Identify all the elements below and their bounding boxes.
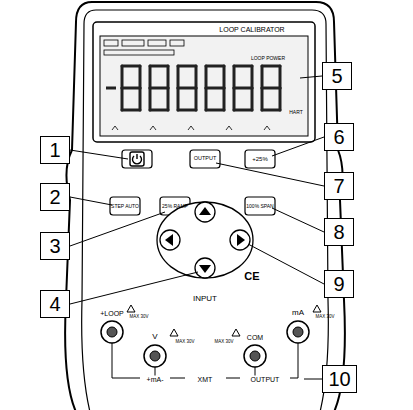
terminal-group-label: XMT xyxy=(197,376,214,383)
callout-number: 7 xyxy=(333,176,344,196)
callout-number: 2 xyxy=(49,187,60,207)
lcd-segment xyxy=(177,88,180,110)
device-title: LOOP CALIBRATOR xyxy=(218,26,285,33)
callout-number: 1 xyxy=(49,140,60,160)
button-label: +25% xyxy=(251,156,269,162)
lcd-segment xyxy=(223,66,226,88)
lcd-segment xyxy=(223,88,226,110)
lcd-indicator: LOOP POWER xyxy=(250,56,286,61)
lcd-segment xyxy=(251,88,254,110)
lcd-segment xyxy=(261,88,264,110)
callout-box: 4 xyxy=(40,290,70,318)
callout-box: 3 xyxy=(40,232,70,260)
lcd-segment xyxy=(233,88,236,110)
lcd-segment xyxy=(195,88,198,110)
lcd-segment xyxy=(279,88,282,110)
callout-box: 9 xyxy=(324,270,354,298)
lcd-segment xyxy=(205,66,208,88)
lcd-segment xyxy=(167,66,170,88)
lcd-digits xyxy=(106,66,280,110)
lcd-segment xyxy=(206,65,224,68)
button-label: 25% RAMP xyxy=(161,204,189,209)
lcd-segment xyxy=(251,66,254,88)
lcd-segment xyxy=(206,109,224,112)
lcd-segment xyxy=(262,109,280,112)
lcd-segment xyxy=(150,109,168,112)
lcd-segment xyxy=(234,87,252,90)
lcd-segment xyxy=(149,88,152,110)
lcd-segment xyxy=(178,87,196,90)
callout-number: 10 xyxy=(328,369,350,389)
front-panel xyxy=(82,10,329,410)
lcd-segment xyxy=(121,66,124,88)
callout-box: 5 xyxy=(322,62,352,90)
callout-box: 10 xyxy=(322,365,357,393)
rating-label: MAX 30V xyxy=(314,315,335,320)
lcd-segment xyxy=(177,66,180,88)
callout-number: 3 xyxy=(49,236,60,256)
lcd-display xyxy=(100,36,308,136)
lcd-segment xyxy=(206,87,224,90)
callout-box: 7 xyxy=(324,172,354,200)
lcd-segment xyxy=(279,66,282,88)
terminals xyxy=(101,321,309,378)
power-symbol xyxy=(130,152,144,166)
callout-number: 6 xyxy=(333,127,344,147)
lcd-indicators xyxy=(104,40,270,130)
lcd-frame xyxy=(93,22,315,142)
lcd-segment xyxy=(122,109,140,112)
lcd-segment xyxy=(262,87,280,90)
lcd-segment xyxy=(150,87,168,90)
navigation-pad xyxy=(157,202,253,278)
lcd-segment xyxy=(205,88,208,110)
rubber-boot xyxy=(65,2,345,410)
lcd-segment xyxy=(178,65,196,68)
lcd-indicator: HART xyxy=(288,110,304,115)
lcd-segment xyxy=(262,65,280,68)
terminal-label: COM xyxy=(246,334,264,341)
lcd-segment xyxy=(150,65,168,68)
leader-lines xyxy=(70,76,324,379)
lcd-segment xyxy=(234,65,252,68)
button-label: OUTPUT xyxy=(193,156,218,162)
callout-box: 2 xyxy=(40,183,70,211)
lcd-segment xyxy=(261,66,264,88)
rating-label: MAX 30V xyxy=(174,340,195,345)
rating-label: MAX 30V xyxy=(213,340,234,345)
callout-number: 9 xyxy=(333,274,344,294)
lcd-segment xyxy=(234,109,252,112)
lcd-minus xyxy=(106,87,116,90)
lcd-segment xyxy=(121,88,124,110)
lcd-segment xyxy=(122,65,140,68)
lcd-segment xyxy=(233,66,236,88)
terminal-group-label: +mA- xyxy=(146,376,165,383)
lcd-segment xyxy=(178,109,196,112)
panel-label: INPUT xyxy=(192,295,218,303)
lcd-segment xyxy=(149,66,152,88)
terminal-label: V xyxy=(151,333,158,341)
lcd-segment xyxy=(139,88,142,110)
terminal-group-label: OUTPUT xyxy=(250,376,281,383)
callout-box: 1 xyxy=(40,136,70,164)
callout-box: 8 xyxy=(324,218,354,246)
button-label: 100% SPAN xyxy=(245,204,274,209)
lcd-segment xyxy=(139,66,142,88)
callout-number: 4 xyxy=(49,294,60,314)
callout-box: 6 xyxy=(324,123,354,151)
callout-number: 5 xyxy=(331,66,342,86)
ce-mark: CE xyxy=(243,271,260,282)
lcd-segment xyxy=(122,87,140,90)
terminal-label: mA xyxy=(291,309,305,317)
lcd-segment xyxy=(195,66,198,88)
callout-number: 8 xyxy=(333,222,344,242)
button-label: STEP AUTO xyxy=(110,204,140,209)
rating-label: MAX 30V xyxy=(128,315,149,320)
lcd-segment xyxy=(167,88,170,110)
terminal-label: +LOOP xyxy=(99,310,125,317)
warning-triangles xyxy=(127,305,321,336)
